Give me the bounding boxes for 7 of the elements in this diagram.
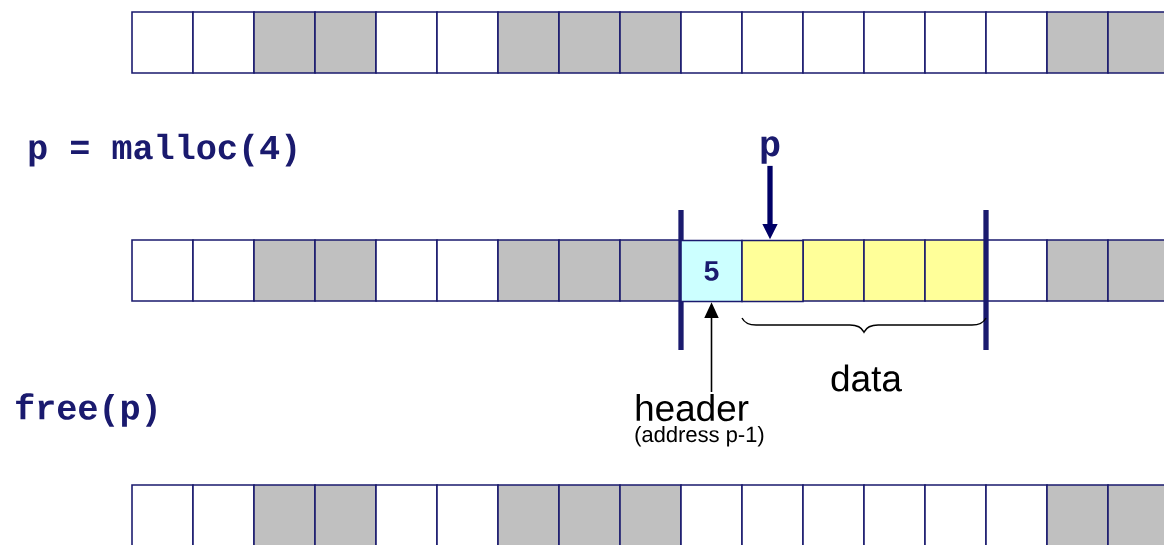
memory-cell xyxy=(741,239,804,303)
header-cell: 5 xyxy=(680,239,743,303)
code-label: p = malloc(4) xyxy=(29,133,296,167)
header-label: header (address p-1) xyxy=(635,394,764,447)
code-label: free(p) xyxy=(16,393,156,427)
brace-label: data xyxy=(831,364,902,392)
pointer-label: p xyxy=(761,136,780,164)
